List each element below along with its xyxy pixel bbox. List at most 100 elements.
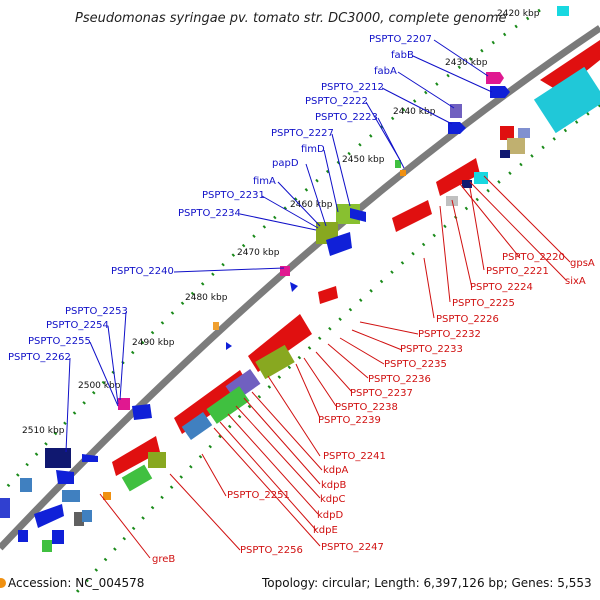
gene-label[interactable]: PSPTO_2220	[502, 252, 565, 263]
kbp-label: 2440 kbp	[393, 107, 436, 117]
gene-feature[interactable]	[400, 170, 406, 176]
gene-label[interactable]: papD	[272, 158, 299, 169]
gene-feature[interactable]	[462, 180, 472, 188]
gene-label[interactable]: kdpC	[320, 494, 345, 505]
gene-feature[interactable]	[280, 266, 290, 276]
gene-label[interactable]: kdpA	[323, 465, 348, 476]
gene-label[interactable]: greB	[152, 554, 175, 565]
gene-feature[interactable]	[500, 126, 514, 140]
gene-label[interactable]: gpsA	[570, 258, 595, 269]
gene-feature[interactable]	[500, 150, 510, 158]
gene-label[interactable]: kdpD	[317, 510, 343, 521]
kbp-label: 2460 kbp	[290, 200, 333, 210]
gene-feature[interactable]	[42, 540, 52, 552]
gene-feature[interactable]	[392, 200, 432, 232]
blue-leader-lines	[65, 39, 493, 453]
outer-strand-features	[0, 6, 569, 518]
gene-label[interactable]: PSPTO_2235	[384, 359, 447, 370]
gene-feature[interactable]	[132, 404, 152, 420]
gene-label[interactable]: PSPTO_2212	[321, 82, 384, 93]
gene-feature[interactable]	[181, 411, 213, 441]
gene-feature[interactable]	[540, 40, 600, 92]
gene-feature[interactable]	[474, 172, 488, 184]
gene-feature[interactable]	[507, 138, 525, 154]
gene-feature[interactable]	[518, 128, 530, 138]
gene-label[interactable]: PSPTO_2221	[486, 266, 549, 277]
gene-feature[interactable]	[326, 232, 352, 256]
gene-label[interactable]: fimD	[301, 144, 325, 155]
gene-label[interactable]: PSPTO_2227	[271, 128, 334, 139]
gene-feature[interactable]	[557, 6, 569, 16]
gene-feature[interactable]	[74, 512, 84, 526]
gene-feature[interactable]	[213, 322, 219, 330]
gene-label[interactable]: PSPTO_2222	[305, 96, 368, 107]
gene-label[interactable]: PSPTO_2207	[369, 34, 432, 45]
kbp-label: 2490 kbp	[132, 338, 175, 348]
gene-feature[interactable]	[255, 344, 295, 380]
gene-feature[interactable]	[121, 464, 153, 492]
gene-label[interactable]: PSPTO_2247	[321, 542, 384, 553]
gene-label[interactable]: fabB	[391, 50, 414, 61]
gene-feature[interactable]	[436, 158, 480, 196]
gene-label[interactable]: PSPTO_2253	[65, 306, 128, 317]
gene-feature[interactable]	[45, 448, 71, 468]
gene-feature[interactable]	[448, 122, 466, 134]
gene-label[interactable]: PSPTO_2239	[318, 415, 381, 426]
inner-gene-labels: gpsA sixA PSPTO_2220 PSPTO_2221 PSPTO_22…	[152, 252, 595, 565]
gene-label[interactable]: PSPTO_2231	[202, 190, 265, 201]
gene-feature[interactable]	[118, 398, 130, 410]
gene-feature[interactable]	[533, 66, 600, 134]
gene-label[interactable]: PSPTO_2234	[178, 208, 241, 219]
gene-feature[interactable]	[206, 386, 250, 424]
gene-feature[interactable]	[290, 282, 298, 292]
gene-label[interactable]: PSPTO_2255	[28, 336, 91, 347]
kbp-label: 2500 kbp	[78, 381, 121, 391]
gene-feature[interactable]	[56, 470, 74, 484]
gene-label[interactable]: fimA	[253, 176, 276, 187]
outer-gene-labels: PSPTO_2207 fabB fabA PSPTO_2212 PSPTO_22…	[8, 34, 432, 363]
gene-feature[interactable]	[0, 498, 10, 518]
gene-label[interactable]: PSPTO_2225	[452, 298, 515, 309]
gene-label[interactable]: sixA	[565, 276, 586, 287]
gene-label[interactable]: PSPTO_2241	[323, 451, 386, 462]
gene-feature[interactable]	[318, 286, 338, 304]
gene-feature[interactable]	[490, 86, 510, 98]
gene-feature[interactable]	[18, 530, 28, 542]
topology-text: Topology: circular; Length: 6,397,126 bp…	[261, 576, 592, 590]
gene-label[interactable]: PSPTO_2237	[350, 388, 413, 399]
gene-label[interactable]: PSPTO_2240	[111, 266, 174, 277]
gene-label[interactable]: fabA	[374, 66, 397, 77]
gene-label[interactable]: PSPTO_2232	[418, 329, 481, 340]
gene-label[interactable]: PSPTO_2226	[436, 314, 499, 325]
gene-label[interactable]: PSPTO_2238	[335, 402, 398, 413]
kbp-label: 2430 kbp	[445, 58, 488, 68]
gene-feature[interactable]	[103, 492, 111, 500]
gene-label[interactable]: kdpE	[313, 525, 338, 536]
gene-feature[interactable]	[226, 342, 232, 350]
kbp-label: 2450 kbp	[342, 155, 385, 165]
gene-label[interactable]: PSPTO_2262	[8, 352, 71, 363]
gene-feature[interactable]	[395, 160, 401, 168]
gene-feature[interactable]	[350, 208, 366, 222]
gene-label[interactable]: kdpB	[321, 480, 346, 491]
gene-feature[interactable]	[62, 490, 80, 502]
gene-label[interactable]: PSPTO_2224	[470, 282, 533, 293]
gene-label[interactable]: PSPTO_2254	[46, 320, 109, 331]
gene-label[interactable]: PSPTO_2233	[400, 344, 463, 355]
gene-feature[interactable]	[52, 530, 64, 544]
gene-label[interactable]: PSPTO_2223	[315, 112, 378, 123]
gene-feature[interactable]	[148, 452, 166, 468]
gene-feature[interactable]	[82, 510, 92, 522]
gene-label[interactable]: PSPTO_2256	[240, 545, 303, 556]
gene-feature[interactable]	[20, 478, 32, 492]
gene-feature[interactable]	[486, 72, 504, 84]
red-leader-lines	[99, 175, 571, 559]
gene-label[interactable]: PSPTO_2251	[227, 490, 290, 501]
orange-marker	[0, 578, 6, 588]
gene-label[interactable]: PSPTO_2236	[368, 374, 431, 385]
gene-feature[interactable]	[82, 454, 98, 462]
kbp-label: 2480 kbp	[185, 293, 228, 303]
gene-feature[interactable]	[34, 504, 64, 528]
gene-feature[interactable]	[112, 436, 160, 476]
